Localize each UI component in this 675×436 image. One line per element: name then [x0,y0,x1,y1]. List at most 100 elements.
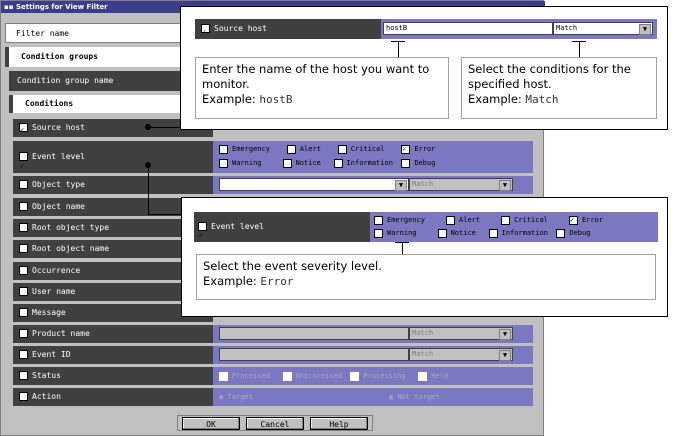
condition-group-name-label: Condition group name [9,71,205,91]
checkbox-icon[interactable] [19,392,28,401]
radio-icon: ◉ [389,393,398,401]
callout2-level-warning[interactable]: Warning [374,228,417,238]
source-host-checkbox[interactable]: Source host [201,19,267,42]
level-debug[interactable]: Debug [401,158,435,168]
condition-row-occurrence[interactable]: Occurrence [13,262,213,280]
status-options: Processed Unprocessed Processing Held [219,370,448,382]
checkbox-icon[interactable] [19,350,28,359]
level-row-1: Emergency Alert Critical Error [219,143,435,155]
connector-line [398,41,399,57]
connector-line [391,41,405,42]
connector-line [402,242,403,254]
condition-row-event-id[interactable]: Event ID [13,346,213,364]
condition-label: Root object type [32,223,110,232]
callout2-level-information[interactable]: Information [488,228,548,238]
product-name-input[interactable] [219,327,409,340]
callout2-level-notice[interactable]: Notice [437,228,476,238]
source-host-input[interactable]: hostB [383,22,553,35]
callout2-level-row-2: Warning Notice Information Debug [374,227,590,239]
condition-row-event-level[interactable]: Event level [13,141,213,182]
checkbox-icon[interactable] [19,150,28,182]
status-processed[interactable]: Processed [219,371,270,381]
checkbox-icon[interactable] [19,329,28,338]
event-level-options: Emergency Alert Critical Error Warning N… [213,141,533,173]
condition-row-root-object-type[interactable]: Root object type [13,219,213,237]
level-information[interactable]: Information [333,158,393,168]
chevron-down-icon[interactable]: ▼ [395,180,407,191]
checkbox-icon[interactable] [19,371,28,380]
status-processing[interactable]: Processing [350,371,406,381]
connector-dot [145,124,151,130]
event-level-note: Select the event severity level. Example… [196,254,656,300]
condition-label: Root object name [32,244,110,253]
event-id-values: Match▼ [213,346,533,364]
callout2-level-critical[interactable]: Critical [501,215,548,225]
event-id-match-select[interactable]: Match▼ [409,348,513,361]
chevron-down-icon: ▼ [499,329,511,340]
level-emergency[interactable]: Emergency [219,144,270,154]
condition-row-status[interactable]: Status [13,367,213,385]
level-alert[interactable]: Alert [286,144,321,154]
event-id-input[interactable] [219,348,409,361]
chevron-down-icon: ▼ [499,180,511,191]
connector-line [579,41,580,57]
condition-row-object-name[interactable]: Object name [13,198,213,216]
action-target[interactable]: ◉ Target [219,393,253,401]
callout2-level-row-1: Emergency Alert Critical Error [374,214,603,226]
condition-row-root-object-name[interactable]: Root object name [13,240,213,258]
checkbox-icon[interactable] [19,287,28,296]
connector-line [148,165,149,215]
callout2-level-alert[interactable]: Alert [446,215,480,225]
checkbox-icon[interactable] [19,202,28,211]
cancel-button[interactable]: Cancel [246,417,304,430]
object-type-match-select[interactable]: Match▼ [409,178,513,191]
product-name-match-select[interactable]: Match▼ [409,327,513,340]
chevron-down-icon: ▼ [499,350,511,361]
level-warning[interactable]: Warning [219,158,262,168]
host-name-note: Enter the name of the host you want to m… [195,57,449,119]
condition-label: Source host [32,123,85,132]
host-condition-note: Select the conditions for the specified … [461,57,657,119]
condition-label: Action [32,392,61,401]
button-bar: OK Cancel Help [177,415,373,431]
radio-icon: ◉ [219,393,228,401]
status-unprocessed[interactable]: Unprocessed [282,371,342,381]
status-values: Processed Unprocessed Processing Held [213,367,533,385]
event-level-checkbox[interactable]: Event level [198,212,264,250]
level-notice[interactable]: Notice [282,158,321,168]
connector-line [148,127,182,128]
condition-label: Object type [32,180,85,189]
callout2-level-error[interactable]: Error [568,214,603,226]
help-button[interactable]: Help [310,417,368,430]
callout2-level-emergency[interactable]: Emergency [374,215,425,225]
condition-row-source-host[interactable]: Source host [13,119,213,139]
checkbox-icon[interactable] [19,223,28,232]
condition-row-user-name[interactable]: User name [13,283,213,301]
callout1-row: Source host hostB Match ▼ [195,19,657,42]
action-values: ◉ Target ◉ Not target [213,388,533,406]
ok-button[interactable]: OK [182,417,240,430]
status-held[interactable]: Held [418,371,448,381]
checkbox-icon[interactable] [19,244,28,253]
condition-row-object-type[interactable]: Object type [13,176,213,194]
callout2-row: Event level Emergency Alert Critical Err… [194,212,658,250]
condition-row-action[interactable]: Action [13,388,213,406]
callout2-level-debug[interactable]: Debug [556,228,590,238]
object-type-input[interactable]: ▼ [219,178,409,191]
checkbox-icon[interactable] [19,180,28,189]
product-name-values: Match▼ [213,325,533,343]
condition-label: Occurrence [32,266,81,275]
checkbox-icon[interactable] [19,121,28,139]
connector-line [572,41,586,42]
level-error[interactable]: Error [401,143,435,155]
checkbox-icon[interactable] [19,308,28,317]
level-critical[interactable]: Critical [337,144,384,154]
connector-line [148,214,182,215]
connector-dot [145,162,151,168]
condition-label: Message [32,308,66,317]
condition-row-message[interactable]: Message [13,304,213,322]
condition-row-product-name[interactable]: Product name [13,325,213,343]
checkbox-icon[interactable] [19,266,28,275]
source-host-match-select[interactable]: Match ▼ [553,22,653,35]
action-not-target[interactable]: ◉ Not target [389,393,440,401]
